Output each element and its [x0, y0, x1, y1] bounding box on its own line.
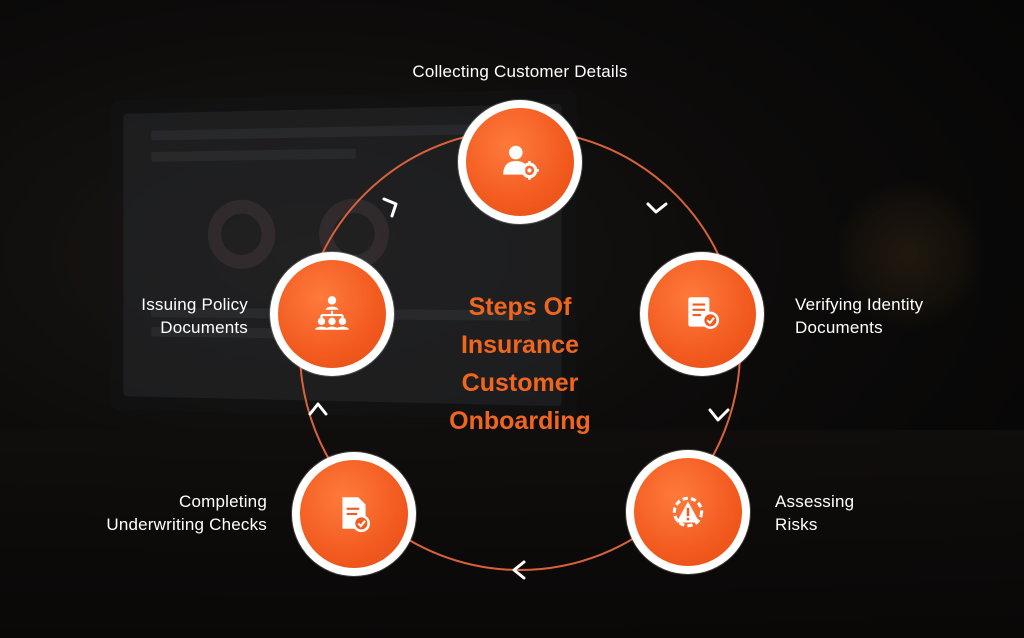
- arrow-icon: [708, 408, 730, 422]
- step-node-verifying-identity: [640, 252, 764, 376]
- step-label-assessing-risks: Assessing Risks: [775, 492, 855, 534]
- people-network-icon: [315, 296, 349, 330]
- step-label-verifying-identity: Verifying Identity Documents: [795, 295, 924, 337]
- document-gear-icon: [688, 297, 720, 329]
- arrow-icon: [308, 402, 328, 416]
- step-label-collecting-details: Collecting Customer Details: [412, 62, 628, 81]
- step-node-collecting-details: [458, 100, 582, 224]
- step-node-underwriting-checks: [292, 452, 416, 576]
- user-gear-icon: [503, 145, 539, 180]
- diagram-title: Steps Of Insurance Customer Onboarding: [449, 293, 591, 435]
- step-label-issuing-policy: Issuing Policy Documents: [141, 295, 248, 337]
- arrow-icon: [382, 197, 398, 218]
- arrow-icon: [646, 202, 668, 214]
- step-node-issuing-policy: [270, 252, 394, 376]
- step-label-underwriting-checks: Completing Underwriting Checks: [106, 492, 267, 534]
- step-node-assessing-risks: [626, 450, 750, 574]
- background-desk: [0, 430, 1024, 638]
- background-lamp: [834, 180, 984, 330]
- arrow-icon: [512, 560, 526, 580]
- warning-gear-icon: [672, 496, 704, 528]
- document-check-icon: [342, 497, 371, 533]
